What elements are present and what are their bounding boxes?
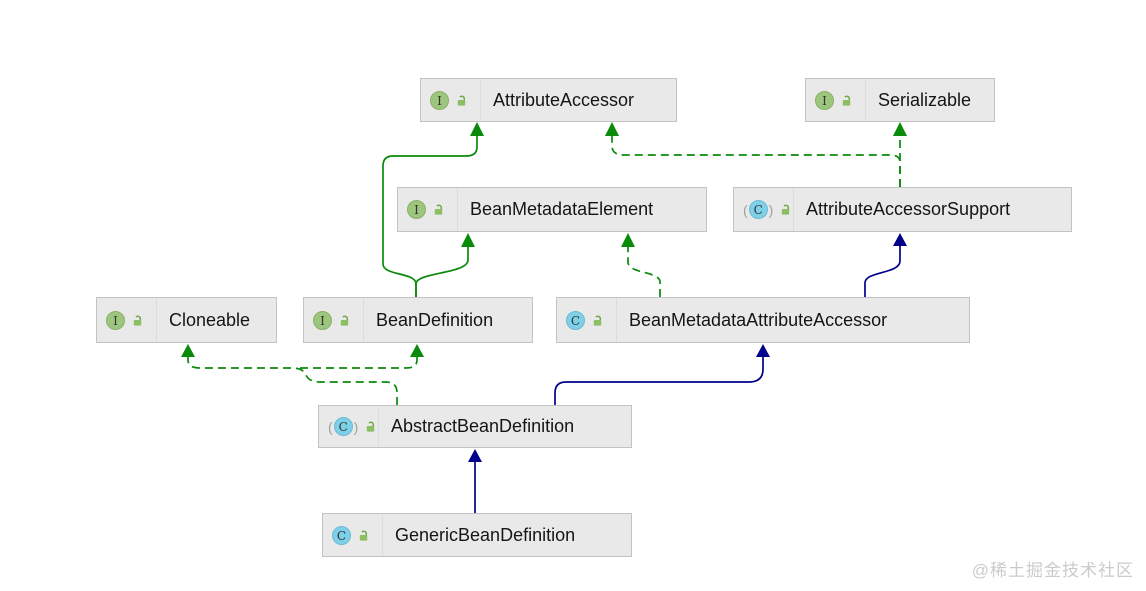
class-node-cloneable[interactable]: I Cloneable xyxy=(96,297,277,343)
arrowhead-implements-icon xyxy=(621,233,635,247)
public-lock-icon xyxy=(338,314,351,327)
arrowhead-implements-icon xyxy=(410,344,424,357)
public-lock-icon xyxy=(591,314,604,327)
class-node-attributeaccessor[interactable]: I AttributeAccessor xyxy=(420,78,677,122)
class-icon: C xyxy=(332,525,351,545)
arrowhead-extends-icon xyxy=(461,233,475,247)
node-label: AttributeAccessorSupport xyxy=(806,199,1011,219)
public-lock-icon xyxy=(357,529,370,542)
node-label: BeanMetadataElement xyxy=(470,199,654,219)
node-label: BeanMetadataAttributeAccessor xyxy=(629,309,888,330)
interface-icon: I xyxy=(407,200,426,219)
arrowhead-implements-icon xyxy=(605,122,619,136)
edge-attributeaccessorsupport-implements-serializable xyxy=(893,122,907,187)
class-icon: C xyxy=(566,310,585,330)
class-node-beandefinition[interactable]: I BeanDefinition xyxy=(303,297,533,343)
node-label: Cloneable xyxy=(169,309,251,330)
arrowhead-extends-icon xyxy=(756,344,770,357)
interface-icon: I xyxy=(430,90,449,110)
class-node-attributeaccessorsupport[interactable]: C AttributeAccessorSupport xyxy=(733,187,1072,232)
arrowhead-implements-icon xyxy=(181,344,195,357)
class-node-abstractbeandefinition[interactable]: C AbstractBeanDefinition xyxy=(318,405,632,448)
node-label: GenericBeanDefinition xyxy=(395,524,576,545)
arrowhead-extends-icon xyxy=(893,233,907,246)
edge-abstractbeandefinition-implements-beandefinition xyxy=(300,344,424,369)
edge-beandefinition-extends-beanmetadataelement xyxy=(415,233,475,297)
interface-icon: I xyxy=(313,310,332,330)
watermark-text: @稀土掘金技术社区 xyxy=(971,561,1134,580)
public-lock-icon xyxy=(364,420,377,433)
edge-genericbeandefinition-extends-abstractbeandefinition xyxy=(468,449,482,513)
edge-attributeaccessorsupport-implements-attributeaccessor xyxy=(605,122,901,187)
public-lock-icon xyxy=(455,94,468,107)
edge-beandefinition-extends-attributeaccessor xyxy=(382,122,484,297)
class-node-beanmetadataattributeaccessor[interactable]: C BeanMetadataAttributeAccessor xyxy=(556,297,970,343)
interface-icon: I xyxy=(106,310,125,330)
public-lock-icon xyxy=(131,314,144,327)
arrowhead-extends-icon xyxy=(470,122,484,136)
node-label: Serializable xyxy=(878,89,972,110)
class-node-beanmetadataelement[interactable]: I BeanMetadataElement xyxy=(397,187,707,232)
public-lock-icon xyxy=(779,203,792,216)
class-node-serializable[interactable]: I Serializable xyxy=(805,78,995,122)
edge-abstractbeandefinition-extends-beanmetadataattributeaccessor xyxy=(554,344,770,405)
edge-beanmetadataattributeaccessor-implements-beanmetadataelement xyxy=(621,233,661,297)
node-label: AbstractBeanDefinition xyxy=(391,416,575,436)
node-label: BeanDefinition xyxy=(376,309,494,330)
edge-beanmetadataattributeaccessor-extends-attributeaccessorsupport xyxy=(864,233,907,297)
arrowhead-extends-icon xyxy=(468,449,482,462)
public-lock-icon xyxy=(840,94,853,107)
abstract-class-icon: C xyxy=(743,200,773,219)
class-node-genericbeandefinition[interactable]: C GenericBeanDefinition xyxy=(322,513,632,557)
abstract-class-icon: C xyxy=(328,417,358,436)
arrowhead-implements-icon xyxy=(893,122,907,136)
node-label: AttributeAccessor xyxy=(493,89,635,110)
interface-icon: I xyxy=(815,90,834,110)
edge-abstractbeandefinition-implements-cloneable xyxy=(181,344,398,405)
public-lock-icon xyxy=(432,203,445,216)
